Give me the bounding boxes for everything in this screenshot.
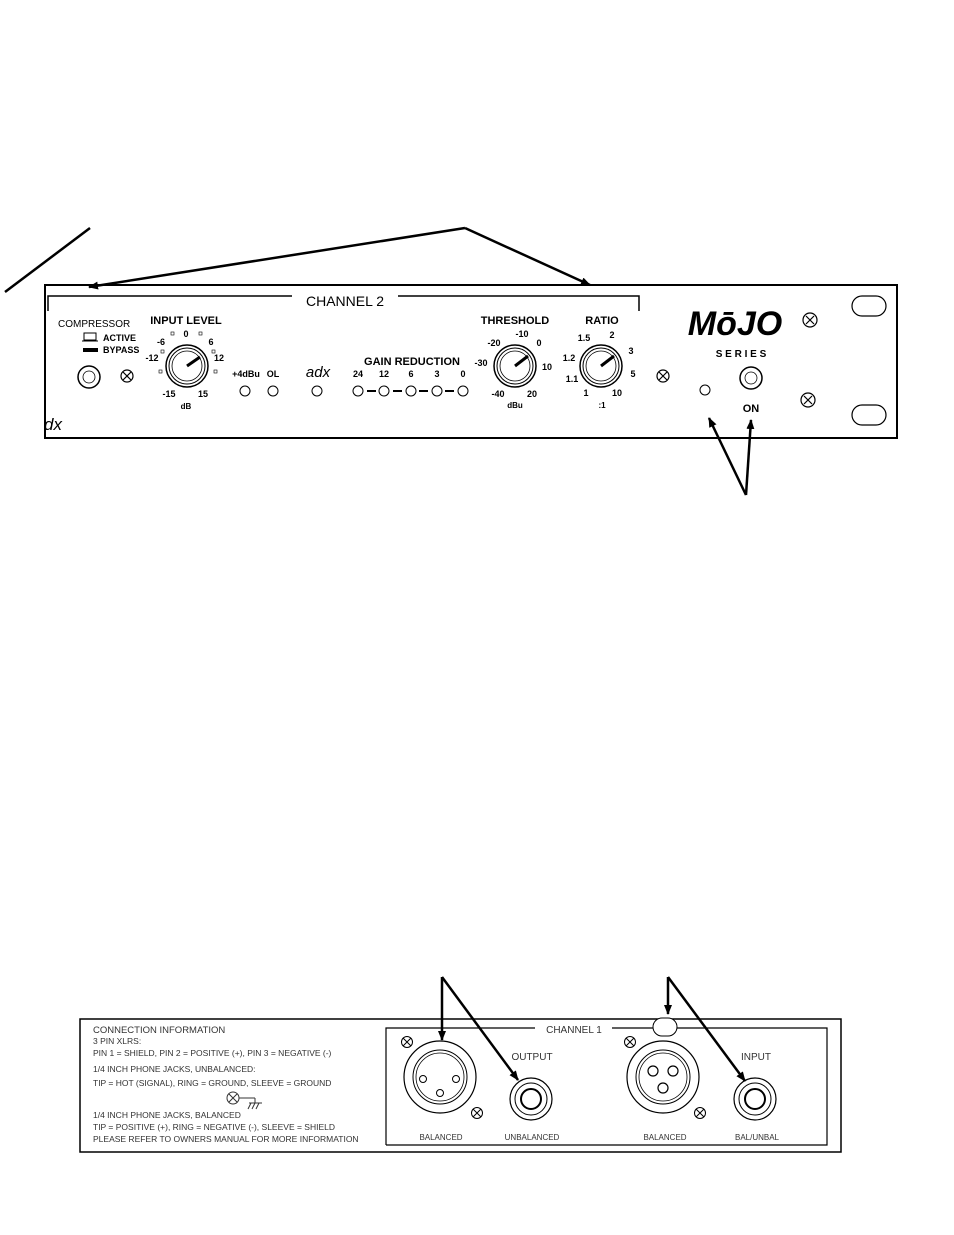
screw-icon [656,369,670,383]
gain-reduction-meter [352,385,469,397]
info-line: 1/4 INCH PHONE JACKS, UNBALANCED: [93,1064,255,1074]
input-tick: 6 [208,337,213,347]
output-balanced-label: BALANCED [419,1133,462,1142]
output-unbalanced-jack[interactable] [509,1077,553,1121]
active-switch-icon [83,332,97,341]
info-line: TIP = HOT (SIGNAL), RING = GROUND, SLEEV… [93,1078,331,1088]
channel-1-label: CHANNEL 1 [546,1025,602,1036]
info-line: 1/4 INCH PHONE JACKS, BALANCED [93,1110,241,1120]
output-unbalanced-label: UNBALANCED [505,1133,560,1142]
front-panel: CHANNEL 2 COMPRESSOR ACTIVE BYPASS INPUT… [44,284,898,439]
channel-1-bracket [385,1027,535,1145]
screw-icon [624,1036,636,1048]
input-balunbal-label: BAL/UNBAL [735,1133,780,1142]
ol-label: OL [267,369,280,379]
threshold-tick: 0 [536,338,541,348]
threshold-tick: -20 [487,338,500,348]
channel-1-bracket [386,1027,828,1146]
adx-led [311,385,323,397]
gr-step: 3 [434,369,439,379]
input-level-knob[interactable] [165,344,209,388]
on-label: ON [743,403,760,415]
ratio-title: RATIO [585,315,619,327]
gr-step: 24 [353,369,363,379]
power-led [699,384,711,396]
threshold-tick: -10 [515,329,528,339]
threshold-knob[interactable] [493,344,537,388]
input-tick: -12 [145,353,158,363]
threshold-tick: 20 [527,389,537,399]
mojo-logo: MōJO [688,305,782,343]
info-line: TIP = POSITIVE (+), RING = NEGATIVE (-),… [93,1122,335,1132]
gr-step: 6 [408,369,413,379]
input-balunbal-jack[interactable] [733,1077,777,1121]
input-unit: dB [181,402,192,411]
input-level-title: INPUT LEVEL [150,315,222,327]
input-title: INPUT [741,1052,771,1063]
info-title: CONNECTION INFORMATION [93,1025,225,1036]
ratio-unit: :1 [598,401,606,410]
channel-bracket-right [398,295,640,311]
ratio-tick: 5 [630,369,635,379]
threshold-tick: -40 [491,389,504,399]
gr-step: 0 [460,369,465,379]
ratio-tick: 1 [583,388,588,398]
input-tick: 12 [214,353,224,363]
plus4-led [239,385,251,397]
info-line: PIN 1 = SHIELD, PIN 2 = POSITIVE (+), PI… [93,1048,332,1058]
info-line: 3 PIN XLRS: [93,1036,141,1046]
threshold-tick: 10 [542,362,552,372]
screw-icon [802,312,818,328]
ratio-tick: 10 [612,388,622,398]
ratio-tick: 3 [628,346,633,356]
channel-bracket-left [47,295,292,311]
compressor-title: COMPRESSOR [58,319,130,330]
screw-icon [120,369,134,383]
channel-2-label: CHANNEL 2 [306,293,384,309]
screw-icon [800,392,816,408]
rack-slot [851,404,887,426]
screw-icon [694,1107,706,1119]
threshold-title: THRESHOLD [481,315,550,327]
ratio-knob[interactable] [579,344,623,388]
power-button[interactable] [739,366,763,390]
edge-logo: dx [44,415,62,434]
adx-logo: adx [306,364,331,381]
ratio-tick: 1.1 [566,374,579,384]
bypass-label: BYPASS [103,345,139,355]
tick-marks [158,331,218,374]
plus4-label: +4dBu [232,369,260,379]
ratio-tick: 2 [609,330,614,340]
output-title: OUTPUT [511,1052,552,1063]
series-label: S E R I E S [716,349,767,360]
input-tick: 15 [198,389,208,399]
info-line: PLEASE REFER TO OWNERS MANUAL FOR MORE I… [93,1134,359,1144]
input-xlr-connector[interactable] [626,1017,700,1114]
rack-slot [851,295,887,317]
callout-arrows-rear [438,976,747,1082]
input-tick: 0 [183,329,188,339]
screw-icon [401,1036,413,1048]
rear-panel: CONNECTION INFORMATION 3 PIN XLRS: PIN 1… [79,1017,842,1153]
front-panel-outline [44,284,898,439]
screw-icon [471,1107,483,1119]
callout-arrows-front [4,226,755,496]
ol-led [267,385,279,397]
bypass-switch-icon [83,348,98,352]
active-label: ACTIVE [103,333,136,343]
input-tick: -15 [162,389,175,399]
input-tick: -6 [157,337,165,347]
gr-step: 12 [379,369,389,379]
ratio-tick: 1.2 [563,353,576,363]
gain-reduction-title: GAIN REDUCTION [364,356,460,368]
input-balanced-label: BALANCED [643,1133,686,1142]
rear-panel-outline [79,1018,842,1153]
ratio-tick: 1.5 [578,333,591,343]
compressor-button[interactable] [77,365,101,389]
threshold-unit: dBu [507,401,523,410]
output-xlr-connector[interactable] [403,1040,477,1114]
threshold-tick: -30 [474,358,487,368]
ground-screw-icon [226,1091,262,1110]
